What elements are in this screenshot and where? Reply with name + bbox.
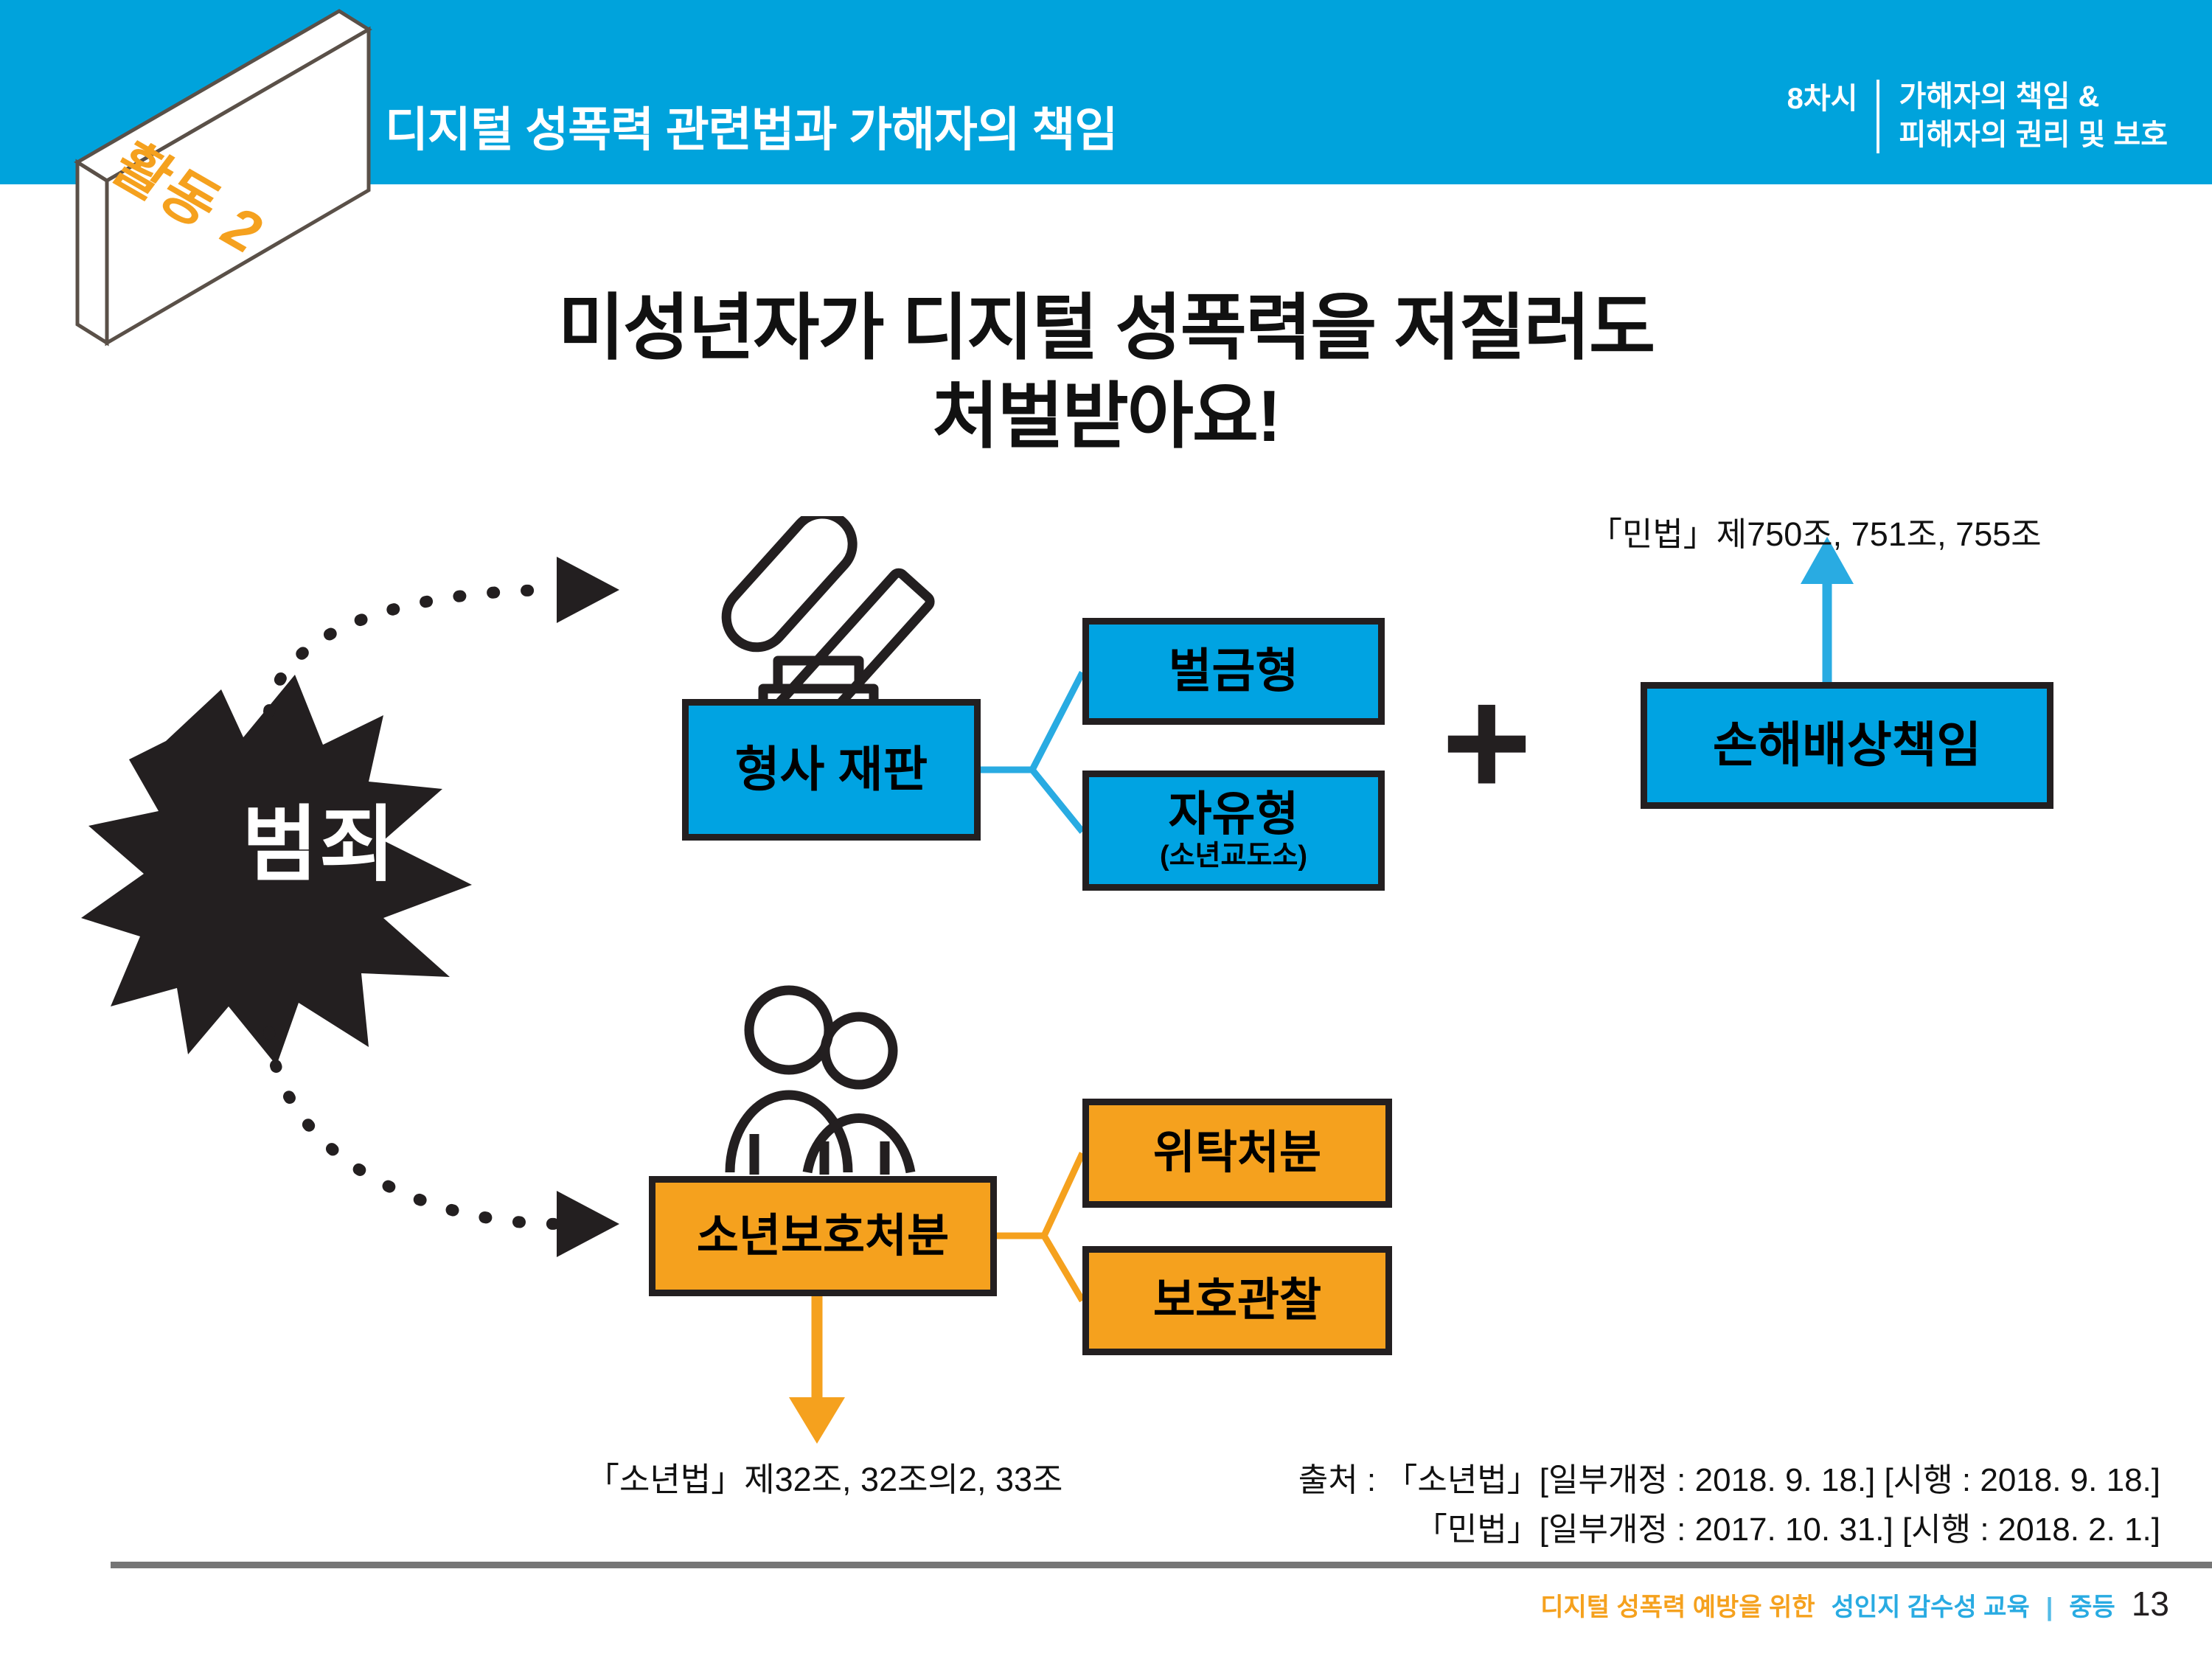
box-entrustment-label: 위탁처분 [1152,1127,1322,1179]
box-criminal-trial-label: 형사 재판 [734,742,928,797]
header-session-block: 8차시 가해자의 책임 & 피해자의 권리 및 보호 [1787,80,2168,153]
source-notes: 출처 : 「소년법」[일부개정 : 2018. 9. 18.] [시행 : 20… [1298,1456,2160,1555]
box-juvenile-protection-label: 소년보호처분 [696,1210,950,1262]
main-title-line2: 처벌받아요! [932,375,1281,456]
footer-blue-text: 성인지 감수성 교육 [1831,1593,2030,1621]
citation-civil-law: 「민법」제750조, 751조, 755조 [1589,515,2042,553]
box-imprisonment-sublabel: (소년교도소) [1159,840,1308,872]
plus-sign: + [1441,655,1532,829]
page-number: 13 [2131,1585,2169,1623]
connector-youth-probation [997,1232,1085,1303]
main-title: 미성년자가 디지털 성폭력을 저질러도 처벌받아요! [0,284,2212,460]
dotted-arrow-down-head [557,1191,619,1257]
citation-juvenile-law: 「소년법」제32조, 32조의2, 33조 [586,1461,1063,1498]
connector-youth-entrustment [997,1152,1086,1239]
header-divider [1877,80,1880,153]
session-subtitle-line2: 피해자의 권리 및 보호 [1899,119,2168,151]
footer-separator: | [2045,1593,2053,1621]
session-subtitle-line1: 가해자의 책임 & [1899,80,2100,113]
source-line-1: 출처 : 「소년법」[일부개정 : 2018. 9. 18.] [시행 : 20… [1298,1462,2160,1498]
main-title-line1: 미성년자가 디지털 성폭력을 저질러도 [557,287,1655,368]
box-imprisonment-label: 자유형 [1168,787,1299,841]
connector-trial-imprisonment [981,766,1085,834]
diagram-area: 범죄 형사 재판 벌금형 자유형 (소년교도소) 소년보호처분 위탁처분 보호관… [0,515,2212,1498]
footer-divider [111,1562,2212,1568]
dotted-arrow-up-path [263,584,566,717]
box-damages-label: 손해배상책임 [1712,717,1982,773]
box-entrustment[interactable]: 위탁처분 [1082,1099,1392,1208]
footer-level: 중등 [2069,1593,2115,1621]
page-title: 디지털 성폭력 관련법과 가해자의 책임 [385,103,1118,156]
arrow-civil-citation-head [1801,537,1854,584]
session-number: 8차시 [1787,83,1858,115]
box-damages[interactable]: 손해배상책임 [1641,682,2053,809]
footer: 디지털 성폭력 예방을 위한 성인지 감수성 교육 | 중등 13 [1540,1584,2169,1624]
box-probation-label: 보호관찰 [1152,1275,1322,1326]
box-criminal-trial[interactable]: 형사 재판 [682,699,981,841]
people-icon [725,985,916,1175]
box-fine[interactable]: 벌금형 [1082,618,1385,725]
crime-burst-shape [81,675,472,1065]
dotted-arrow-up-head [557,557,619,623]
source-line-2: 「민법」[일부개정 : 2017. 10. 31.] [시행 : 2018. 2… [1414,1511,2160,1548]
crime-burst-label: 범죄 [241,799,397,891]
box-juvenile-protection[interactable]: 소년보호처분 [649,1176,997,1296]
activity-badge-shape [74,9,372,347]
activity-badge: 활동 2 [44,0,398,361]
box-probation[interactable]: 보호관찰 [1082,1246,1392,1355]
box-fine-label: 벌금형 [1168,644,1299,698]
dotted-arrow-down-path [263,1026,566,1230]
arrow-youth-citation-head [789,1397,845,1444]
connector-trial-fine [981,670,1086,773]
box-imprisonment[interactable]: 자유형 (소년교도소) [1082,771,1385,891]
diagram-connectors [81,516,1854,1444]
footer-orange-text: 디지털 성폭력 예방을 위한 [1540,1593,1815,1621]
